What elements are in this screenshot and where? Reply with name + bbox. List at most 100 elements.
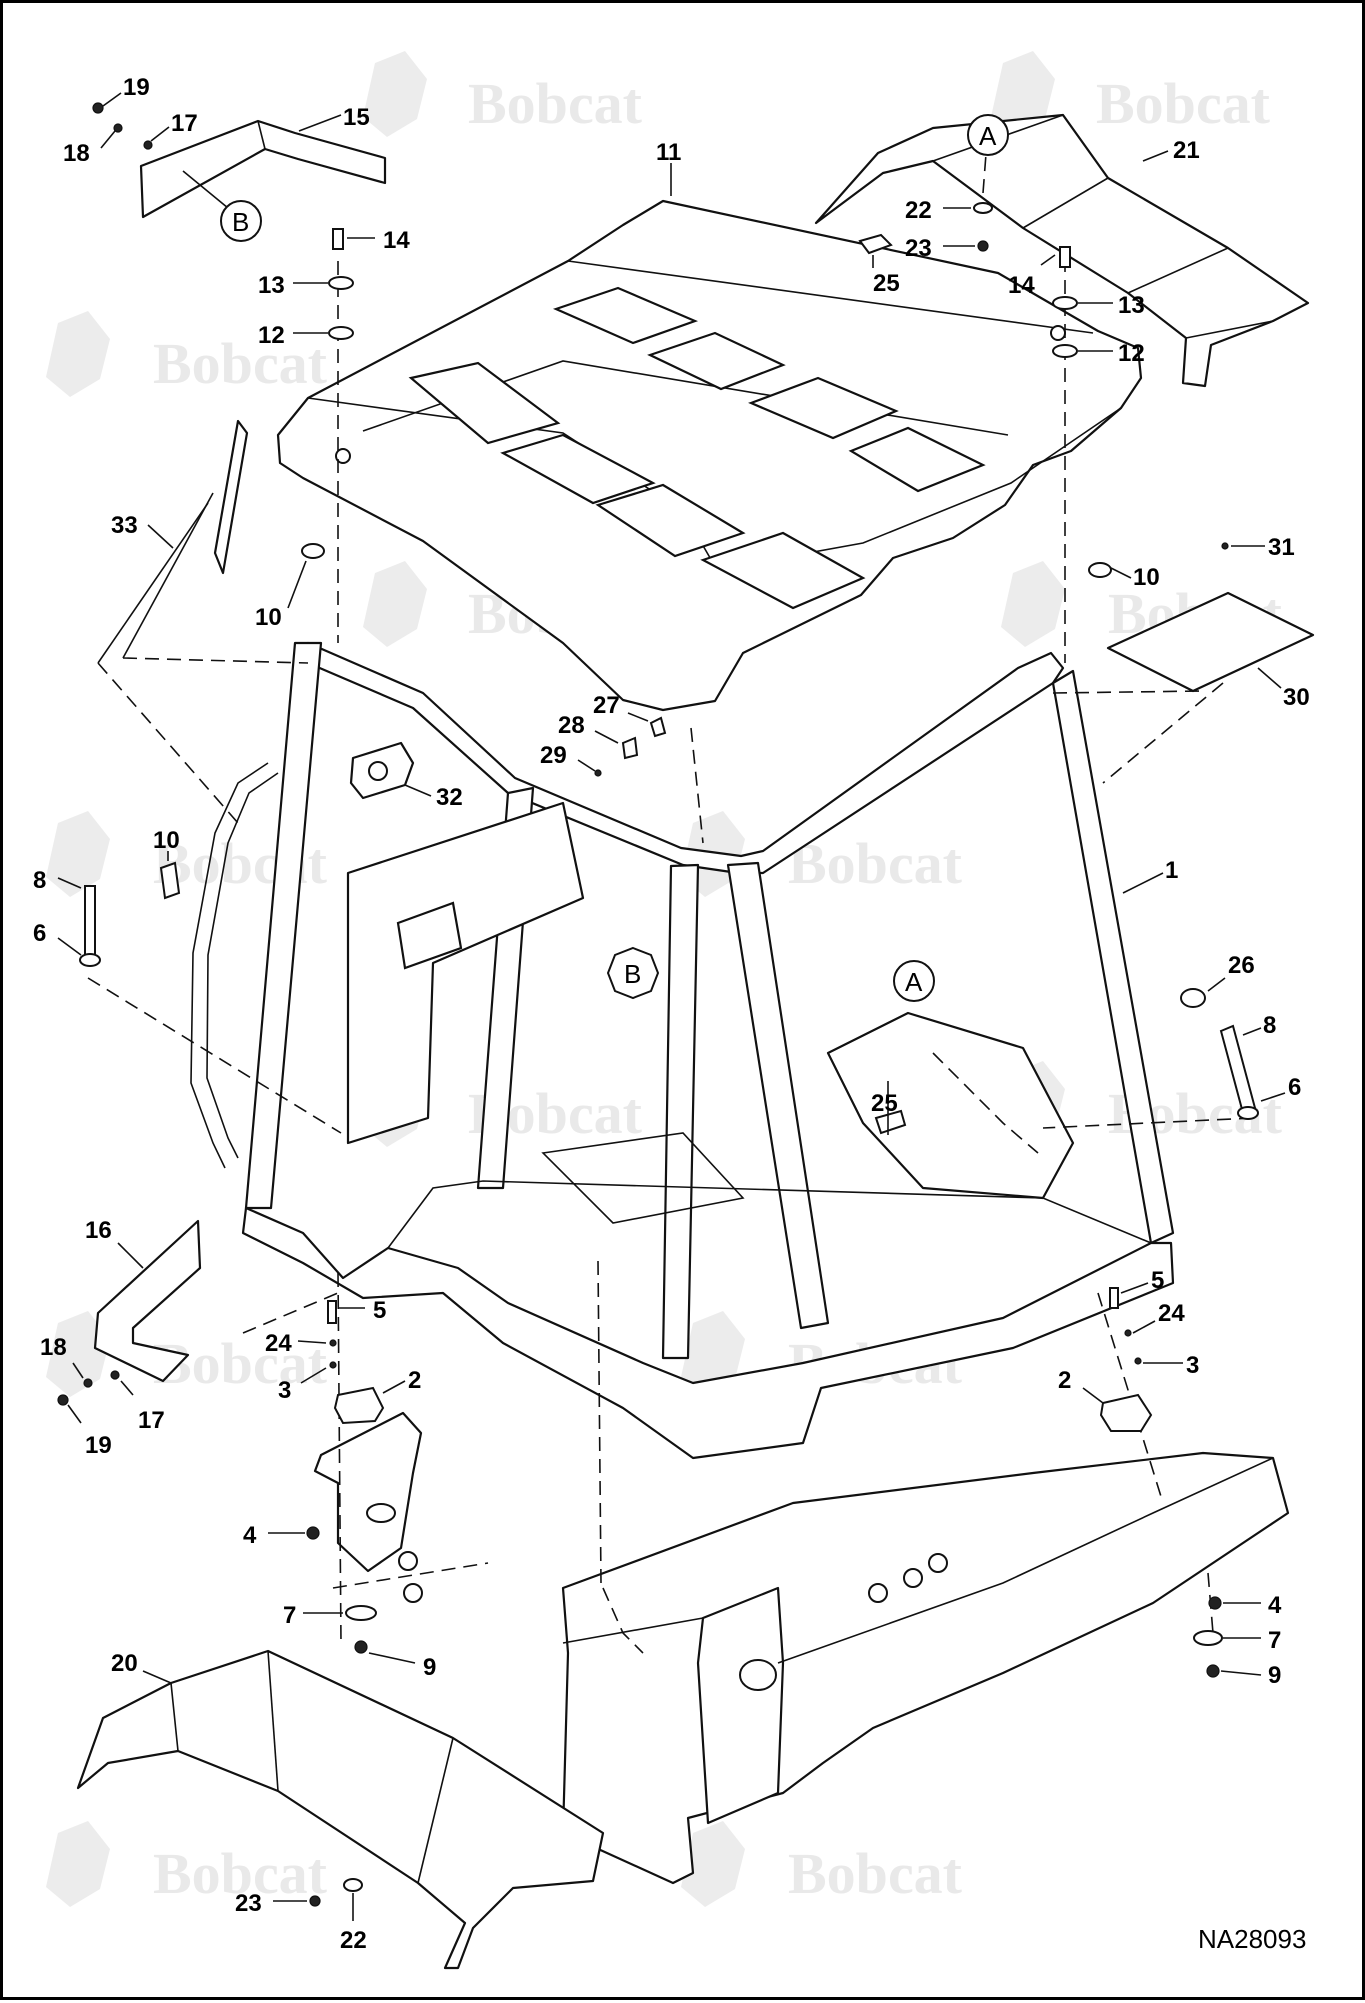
ref-marker-b-bracket-label: B [232,207,249,237]
hw-26 [1180,988,1206,1008]
callout-14-right: 14 [1008,272,1035,299]
callout-3-left: 3 [278,1377,291,1404]
hw-25-top [858,233,893,255]
callout-13-left: 13 [258,272,285,299]
watermark-3: Bobcat [46,311,328,397]
part-1-cab-frame [190,641,1175,1460]
hw-23-top [977,240,989,252]
hw-23-bottom [309,1895,321,1907]
hw-14-right [1059,246,1071,268]
part-16-bracket [93,1219,202,1383]
callout-17-bottom: 17 [138,1407,165,1434]
watermark-3-text: Bobcat [153,331,328,396]
callout-8-right: 8 [1263,1012,1276,1039]
ref-marker-b-cab: B [606,946,660,1000]
roof-window-3 [595,483,746,558]
callout-18-bottom: 18 [40,1334,67,1361]
callout-15: 15 [343,104,370,131]
callout-2-right: 2 [1058,1367,1071,1394]
callout-6-left: 6 [33,920,46,947]
roof-window-4 [700,531,866,610]
callout-16: 16 [85,1217,112,1244]
hw-9-left [354,1640,368,1654]
callout-4-left: 4 [243,1522,257,1549]
watermark-1-text: Bobcat [468,71,643,136]
hw-2-left [333,1386,385,1425]
hw-6-left [79,953,101,967]
callout-12-left: 12 [258,322,285,349]
hw-22-top [973,202,993,214]
callout-11: 11 [656,139,681,166]
hw-13-left [328,276,354,290]
hw-27 [649,716,667,738]
hw-19-bottom [57,1394,69,1406]
callout-30: 30 [1283,684,1310,711]
hw-28 [621,736,639,760]
hw-14-left [332,228,344,250]
callout-25-top: 25 [873,270,900,297]
ref-marker-b-bracket: B [182,170,262,242]
hw-24-right [1124,1329,1132,1337]
callout-29: 29 [540,742,567,769]
ref-marker-a-cab-label: A [905,967,923,997]
callout-20: 20 [111,1650,138,1677]
hardware [57,102,1259,1907]
part-33-wiper [97,419,249,664]
hw-10-left [301,543,325,559]
callout-9-right: 9 [1268,1662,1281,1689]
callout-19-bottom: 19 [85,1432,112,1459]
hw-12-right [1052,344,1078,358]
callout-7-left: 7 [283,1602,296,1629]
callout-7-right: 7 [1268,1627,1281,1654]
reference-markers: B A B A [182,114,1009,1002]
part-30-plate [1106,591,1315,693]
callout-22-bottom: 22 [340,1927,367,1954]
hw-2-right [1099,1393,1153,1432]
exploded-parts-diagram: Bobcat Bobcat Bobcat Bobcat Bobcat Bobca… [33,51,1315,1970]
watermark-14: Bobcat [681,1821,963,1907]
part-32-wiper-motor [349,741,415,800]
callout-17-top: 17 [171,110,198,137]
callout-22-top: 22 [905,197,932,224]
part-20-fender [76,1649,605,1970]
callout-27: 27 [593,692,620,719]
callout-26: 26 [1228,952,1255,979]
watermark-1: Bobcat [363,51,643,137]
hw-7-left [345,1605,377,1621]
roof-window-8 [848,426,986,493]
callout-2-left: 2 [408,1367,421,1394]
hw-12-left [328,326,354,340]
hw-18-top [113,123,123,133]
roof-window-1 [408,361,561,445]
hw-4-left [306,1526,320,1540]
hw-25-mid [874,1109,907,1135]
ref-marker-a-cab: A [893,960,935,1002]
hw-9-right [1206,1664,1220,1678]
hw-5-left [327,1300,337,1324]
callout-10-left: 10 [255,604,282,631]
callout-3-right: 3 [1186,1352,1199,1379]
hw-17-bottom [110,1370,120,1380]
hw-8-left [84,885,96,957]
roof-window-5 [552,286,699,345]
drawing-number: NA28093 [1198,1924,1306,1954]
callout-19-top: 19 [123,74,150,101]
callout-24-right: 24 [1158,1300,1185,1327]
hw-5-right [1109,1287,1119,1309]
hw-6-right [1237,1106,1259,1120]
hw-22-bottom [343,1878,363,1892]
callout-23-top: 23 [905,235,932,262]
watermark-13: Bobcat [46,1821,328,1907]
part-15-bracket [139,119,387,219]
hw-18-bottom [83,1378,93,1388]
callout-32: 32 [436,784,463,811]
watermark-8-text: Bobcat [788,831,963,896]
left-mount-bracket [313,1411,423,1573]
ref-marker-a-fender-label: A [979,121,997,151]
callout-8-left: 8 [33,867,46,894]
watermark-2: Bobcat [991,51,1271,137]
callout-14-left: 14 [383,227,410,254]
watermark-13-text: Bobcat [153,1841,328,1906]
callout-12-right: 12 [1118,340,1145,367]
